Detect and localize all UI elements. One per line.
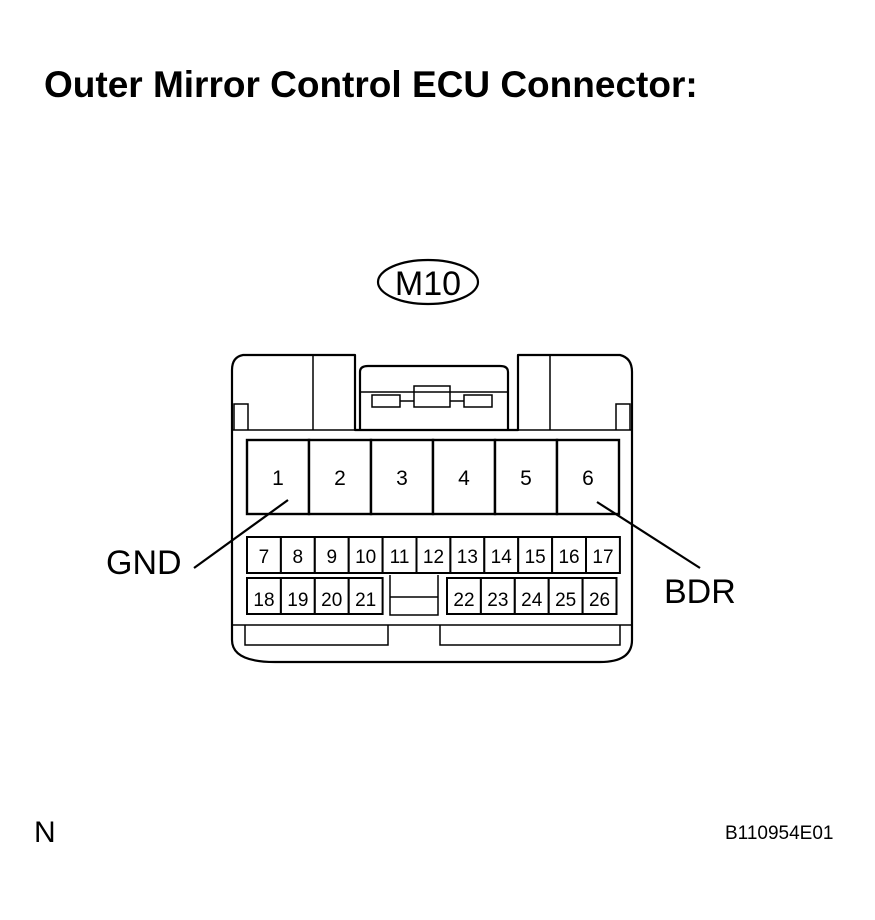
latch-tab-center xyxy=(413,385,451,408)
pin-cell-17 xyxy=(585,536,621,574)
pin-number-8: 8 xyxy=(293,547,304,568)
side-step-right xyxy=(615,403,631,430)
pin-cell-6 xyxy=(555,438,621,516)
pin-number-15: 15 xyxy=(525,547,546,568)
lower-pin-row: 18 19 20 21 22 23 24 25 26 xyxy=(246,577,618,615)
upper-pin-row: 1 2 3 4 5 6 xyxy=(245,438,621,516)
pin-number-4: 4 xyxy=(458,467,470,490)
latch xyxy=(358,364,510,430)
pin-number-18: 18 xyxy=(253,590,274,611)
connector-code: M10 xyxy=(395,265,461,303)
bottom-rail-left xyxy=(244,625,389,646)
middle-pin-row: 7 8 9 10 11 12 13 14 15 16 17 xyxy=(246,536,621,574)
pin-cell-15 xyxy=(517,536,554,574)
pin-cell-24 xyxy=(513,577,550,615)
pin-number-20: 20 xyxy=(321,590,342,611)
pin-cell-10 xyxy=(347,536,384,574)
key-gap xyxy=(389,575,439,616)
callout-gnd: GND xyxy=(106,544,182,582)
gnd-leader-line xyxy=(193,499,289,569)
pin-number-26: 26 xyxy=(589,590,610,611)
pin-number-12: 12 xyxy=(423,547,444,568)
pin-number-5: 5 xyxy=(520,467,532,490)
pin-number-16: 16 xyxy=(558,547,579,568)
pin-number-24: 24 xyxy=(521,590,543,611)
pin-cell-12 xyxy=(415,536,452,574)
connector-code-oval xyxy=(376,258,480,306)
pin-number-17: 17 xyxy=(592,547,613,568)
callout-bdr: BDR xyxy=(664,573,736,611)
pin-cell-2 xyxy=(307,438,373,516)
pin-number-13: 13 xyxy=(457,547,478,568)
pin-cell-1 xyxy=(245,438,311,516)
pin-cell-8 xyxy=(279,536,316,574)
pin-cell-9 xyxy=(313,536,350,574)
page-title: Outer Mirror Control ECU Connector: xyxy=(44,64,698,105)
pin-cell-21 xyxy=(347,577,384,615)
pin-number-7: 7 xyxy=(259,547,270,568)
pin-number-2: 2 xyxy=(334,467,346,490)
bdr-leader-line xyxy=(596,501,701,569)
pin-number-3: 3 xyxy=(396,467,408,490)
pin-number-11: 11 xyxy=(390,547,410,568)
pin-cell-5 xyxy=(493,438,559,516)
pin-cell-4 xyxy=(431,438,497,516)
pin-number-21: 21 xyxy=(355,590,376,611)
pin-number-14: 14 xyxy=(491,547,513,568)
pin-cell-25 xyxy=(547,577,584,615)
corner-letter: N xyxy=(34,816,56,849)
pin-cell-3 xyxy=(369,438,435,516)
pin-number-25: 25 xyxy=(555,590,576,611)
latch-tab-left xyxy=(371,394,401,408)
pin-number-6: 6 xyxy=(582,467,594,490)
pin-cell-22 xyxy=(446,577,482,615)
pin-number-10: 10 xyxy=(355,547,376,568)
figure-id: B110954E01 xyxy=(725,823,834,844)
pin-number-1: 1 xyxy=(272,467,284,490)
latch-tab-right xyxy=(463,394,493,408)
side-step-left xyxy=(233,403,249,430)
pin-number-22: 22 xyxy=(453,590,474,611)
bottom-rail-right xyxy=(439,625,621,646)
pin-cell-26 xyxy=(581,577,618,615)
pin-number-19: 19 xyxy=(287,590,308,611)
pin-number-9: 9 xyxy=(326,547,337,568)
connector-housing xyxy=(230,353,634,664)
pin-number-23: 23 xyxy=(487,590,508,611)
